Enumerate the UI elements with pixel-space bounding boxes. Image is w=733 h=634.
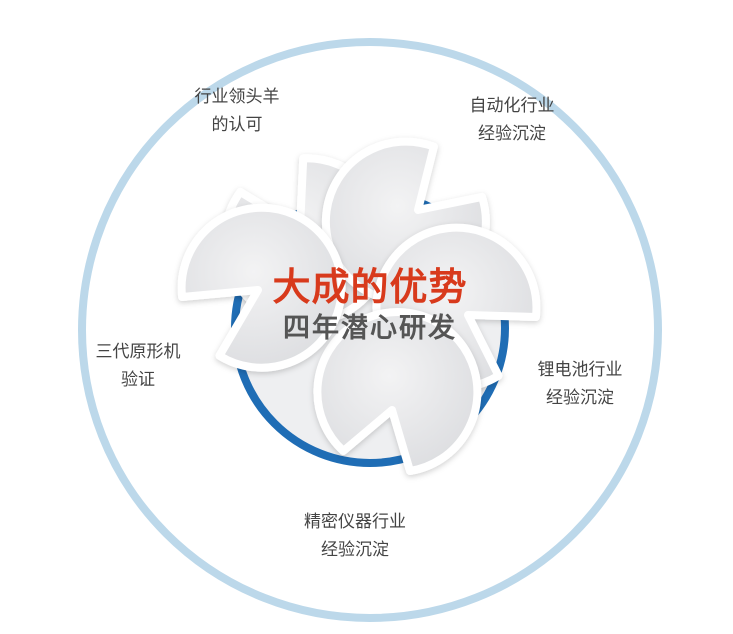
bubble-line: 验证 <box>121 370 155 390</box>
bubble-line: 经验沉淀 <box>546 388 614 408</box>
bubble-line: 经验沉淀 <box>478 124 546 144</box>
bubble-line: 三代原形机 <box>95 342 181 362</box>
bubble-automation: 自动化行业经验沉淀 <box>437 92 587 148</box>
speech-bubble <box>313 308 482 476</box>
bubble-line: 自动化行业 <box>469 96 555 116</box>
bubble-line: 的认可 <box>211 115 263 135</box>
speech-bubble <box>177 203 346 372</box>
bubble-line: 行业领头羊 <box>194 87 280 107</box>
bubble-industry-leader: 行业领头羊的认可 <box>162 83 312 139</box>
bubble-precision: 精密仪器行业经验沉淀 <box>280 508 430 564</box>
bubble-lithium: 锂电池行业经验沉淀 <box>505 356 655 412</box>
bubble-line: 经验沉淀 <box>321 540 389 560</box>
center-subtitle: 四年潜心研发 <box>283 313 457 344</box>
center-title: 大成的优势 <box>272 265 468 309</box>
bubble-line: 锂电池行业 <box>537 360 623 380</box>
bubble-prototype: 三代原形机验证 <box>63 338 213 394</box>
bubble-line: 精密仪器行业 <box>304 512 406 532</box>
